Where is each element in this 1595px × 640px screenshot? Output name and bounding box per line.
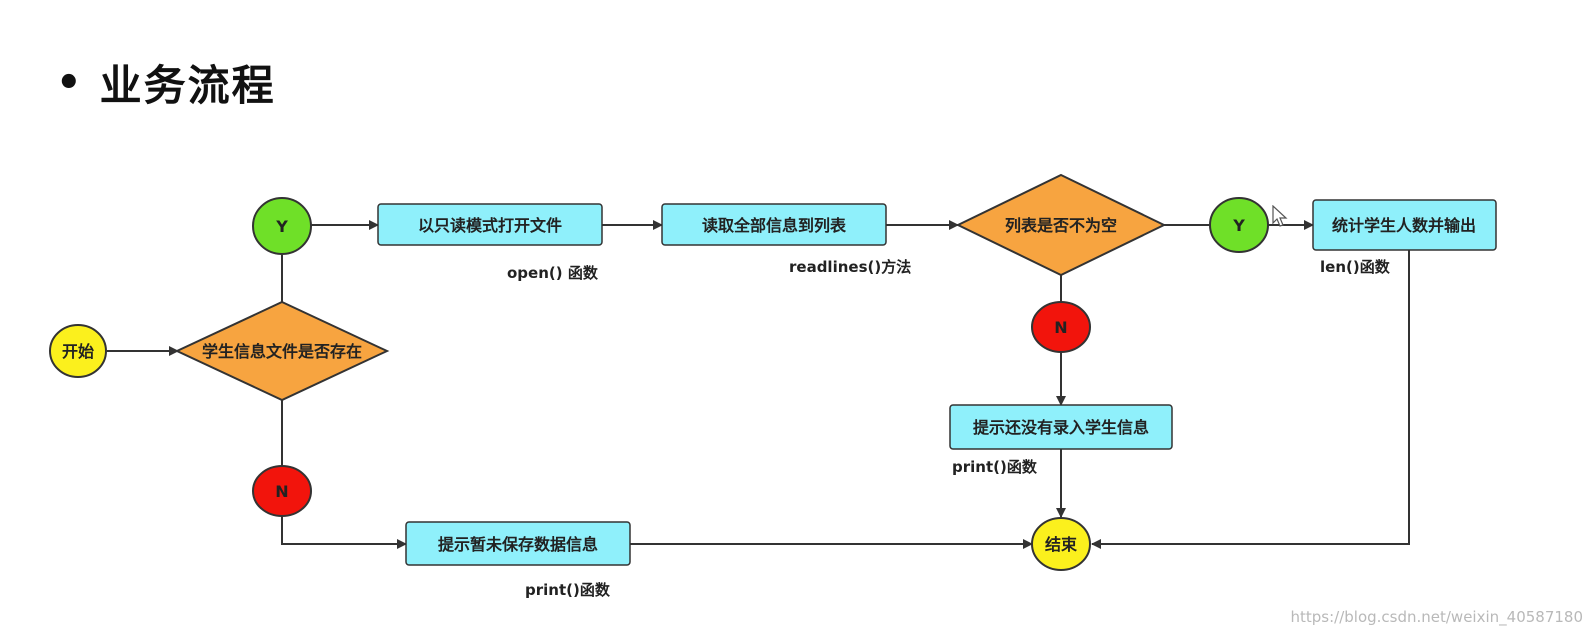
process-open-file: 以只读模式打开文件 [377,203,603,246]
no-record-label: 提示还没有录入学生信息 [973,418,1149,437]
decision-file-exists: 学生信息文件是否存在 [174,300,390,402]
count-output-label: 统计学生人数并输出 [1332,216,1476,235]
watermark: https://blog.csdn.net/weixin_40587180 [1290,608,1583,626]
open-file-label: 以只读模式打开文件 [418,216,562,235]
process-read-all: 读取全部信息到列表 [661,203,887,246]
annotation-len: len()函数 [1320,258,1391,276]
end-label: 结束 [1044,535,1078,554]
page-heading: • 业务流程 [56,52,276,113]
yes2-label: Y [1232,216,1245,235]
yes-node-2: Y [1209,197,1269,253]
no-node-1: N [252,465,312,517]
edge-no1-to-nosave [281,516,407,549]
process-no-save: 提示暂未保存数据信息 [405,521,631,566]
start-label: 开始 [62,342,94,361]
annotation-readlines: readlines()方法 [789,258,911,276]
annotation-print-bottom: print()函数 [525,581,611,599]
annotation-open: open() 函数 [507,264,599,282]
edge-count-to-end [1091,250,1410,549]
yes1-label: Y [275,217,288,236]
page-title: 业务流程 [99,61,276,110]
decision-list-label: 列表是否不为空 [1005,216,1117,235]
decision-list-not-empty: 列表是否不为空 [955,173,1167,277]
read-all-label: 读取全部信息到列表 [702,216,847,235]
end-node: 结束 [1031,517,1091,571]
process-no-record: 提示还没有录入学生信息 [949,404,1173,450]
arrow-cursor-icon [1272,205,1288,227]
annotation-print-mid: print()函数 [952,458,1038,476]
decision-file-label: 学生信息文件是否存在 [202,342,362,361]
start-node: 开始 [49,324,107,378]
process-count-output: 统计学生人数并输出 [1312,199,1497,251]
no-save-label: 提示暂未保存数据信息 [438,535,598,554]
no-node-2: N [1031,301,1091,353]
yes-node-1: Y [252,197,312,255]
bullet: • [56,59,82,106]
no1-label: N [275,482,288,501]
no2-label: N [1054,318,1067,337]
